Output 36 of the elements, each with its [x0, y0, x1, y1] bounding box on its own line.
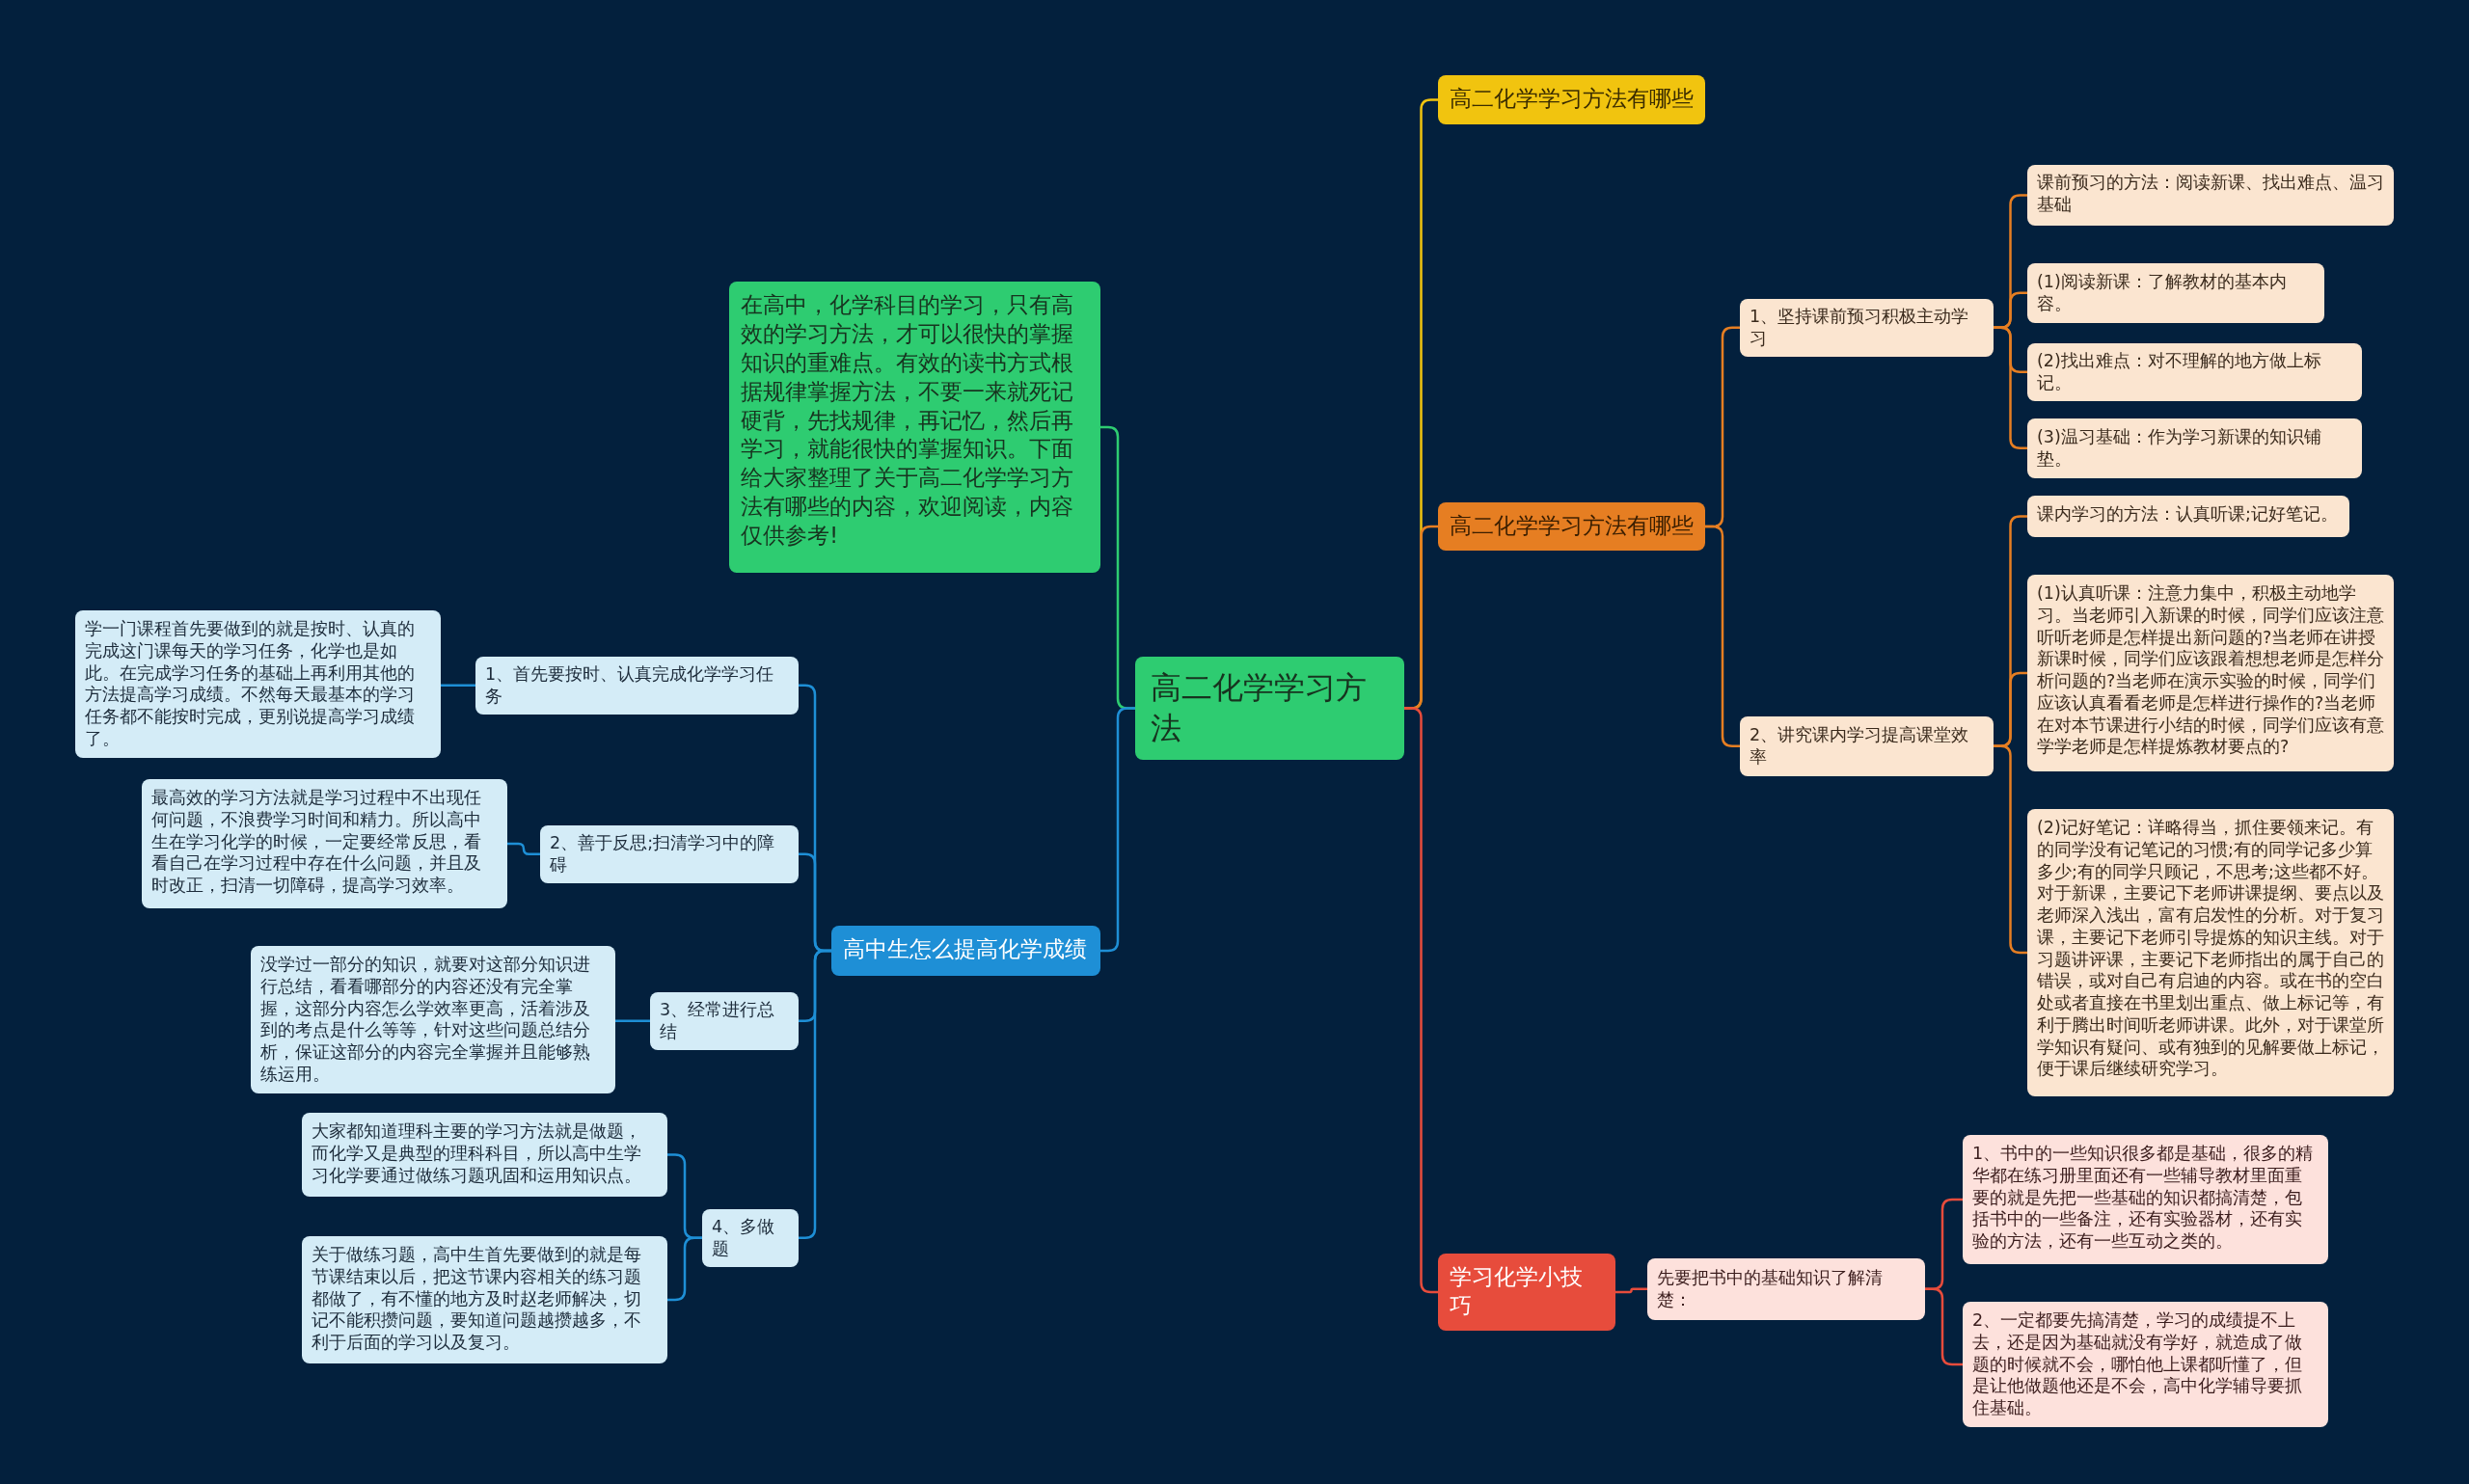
connector-line: [1615, 1287, 1647, 1294]
subtopic-box: 2、善于反思;扫清学习中的障碍: [540, 825, 799, 883]
connector-line: [667, 1236, 702, 1302]
note-box: 学一门课程首先要做到的就是按时、认真的完成这门课每天的学习任务，化学也是如此。在完成学习任务的基础上再利用其他的方法提高学习成绩。不然每天最基本的学习任务都不能按时完成，更别说提高学习成绩了。: [75, 610, 441, 758]
subtopic-box: 2、讲究课内学习提高课堂效率: [1740, 716, 1994, 776]
branch-box: 高二化学学习方法有哪些: [1438, 502, 1705, 551]
note-box: (1)阅读新课：了解教材的基本内容。: [2027, 263, 2324, 323]
connector-line: [507, 842, 540, 855]
connector-line: [1100, 707, 1135, 953]
note-box: 课内学习的方法：认真听课;记好笔记。: [2027, 496, 2349, 537]
note-box: (2)找出难点：对不理解的地方做上标记。: [2027, 343, 2362, 401]
connector-line: [1925, 1287, 1963, 1366]
subtopic-box: 1、坚持课前预习积极主动学习: [1740, 299, 1994, 357]
note-box: (1)认真听课：注意力集中，积极主动地学习。当老师引入新课的时候，同学们应该注意听听老师是怎样提出新问题的?当老师在讲授新课时候，同学们应该跟着想想老师是怎样分析问题的?当老师在演示实验的时候，同学们应该认真看看老师是怎样进行操作的?当老师在对本节课进行小结的时候，同学们应该有意学学老师是怎样提炼教材要点的?: [2027, 575, 2394, 771]
note-box: 1、书中的一些知识很多都是基础，很多的精华都在练习册里面还有一些辅导教材里面重要的就是先把一些基础的知识都搞清楚，包括书中的一些备注，还有实验器材，还有实验的方法，还有一些互动之类的。: [1963, 1135, 2328, 1264]
root-topic-box: 高二化学学习方法: [1135, 657, 1404, 761]
connector-line: [441, 684, 475, 687]
note-box: 最高效的学习方法就是学习过程中不出现任何问题，不浪费学习时间和精力。所以高中生在学习化学的时候，一定要经常反思，看看自己在学习过程中存在什么问题，并且及时改正，扫清一切障碍，提高学习效率。: [142, 779, 507, 908]
note-box: 没学过一部分的知识，就要对这部分知识进行总结，看看哪部分的内容还没有完全掌握，这部分内容怎么学效率更高，活着涉及到的考点是什么等等，针对这些问题总结分析，保证这部分的内容完全掌握并且能够熟练运用。: [251, 946, 615, 1093]
subtopic-box: 1、首先要按时、认真完成化学学习任务: [475, 657, 799, 715]
note-box: 大家都知道理科主要的学习方法就是做题，而化学又是典型的理科科目，所以高中生学习化学要通过做练习题巩固和运用知识点。: [302, 1113, 667, 1197]
note-box: (3)温习基础：作为学习新课的知识铺垫。: [2027, 418, 2362, 478]
branch-box: 高中生怎么提高化学成绩: [831, 926, 1100, 976]
subtopic-box: 先要把书中的基础知识了解清楚：: [1647, 1258, 1925, 1320]
note-box: 课前预习的方法：阅读新课、找出难点、温习基础: [2027, 165, 2394, 226]
note-box: 关于做练习题，高中生首先要做到的就是每节课结束以后，把这节课内容相关的练习题都做了，有不懂的地方及时赵老师解决，切记不能积攒问题，要知道问题越攒越多，不利于后面的学习以及复习。: [302, 1236, 667, 1363]
note-box: (2)记好笔记：详略得当，抓住要领来记。有的同学没有记笔记的习惯;有的同学记多少算多少;有的同学只顾记，不思考;这些都不好。对于新课，主要记下老师讲课提纲、要点以及老师深入浅出，富有启发性的分析。对于复习课，主要记下老师引导提炼的知识主线。对于习题讲评课，主要记下老师指出的属于自己的错误，或对自己有启迪的内容。或在书的空白处或者直接在书里划出重点、做上标记等，有利于腾出时间听老师讲课。此外，对于课堂所学知识有疑问、或有独到的见解要做上标记，便于课后继续研究学习。: [2027, 809, 2394, 1096]
note-box: 2、一定都要先搞清楚，学习的成绩提不上去，还是因为基础就没有学好，就造成了做题的时候就不会，哪怕他上课都听懂了，但是让他做题他还是不会，高中化学辅导要抓住基础。: [1963, 1302, 2328, 1427]
connector-line: [1705, 525, 1740, 747]
connector-line: [615, 1019, 650, 1022]
intro-box: 在高中，化学科目的学习，只有高效的学习方法，才可以很快的掌握知识的重难点。有效的读书方式根据规律掌握方法，不要一来就死记硬背，先找规律，再记忆，然后再学习，就能很快的掌握知识。下面给大家整理了关于高二化学学习方法有哪些的内容，欢迎阅读，内容仅供参考!: [729, 282, 1100, 573]
connector-line: [799, 949, 831, 1239]
subtopic-box: 3、经常进行总结: [650, 992, 799, 1050]
subtopic-box: 4、多做题: [702, 1209, 799, 1267]
branch-box: 学习化学小技巧: [1438, 1254, 1615, 1331]
branch-box: 高二化学学习方法有哪些: [1438, 75, 1705, 124]
